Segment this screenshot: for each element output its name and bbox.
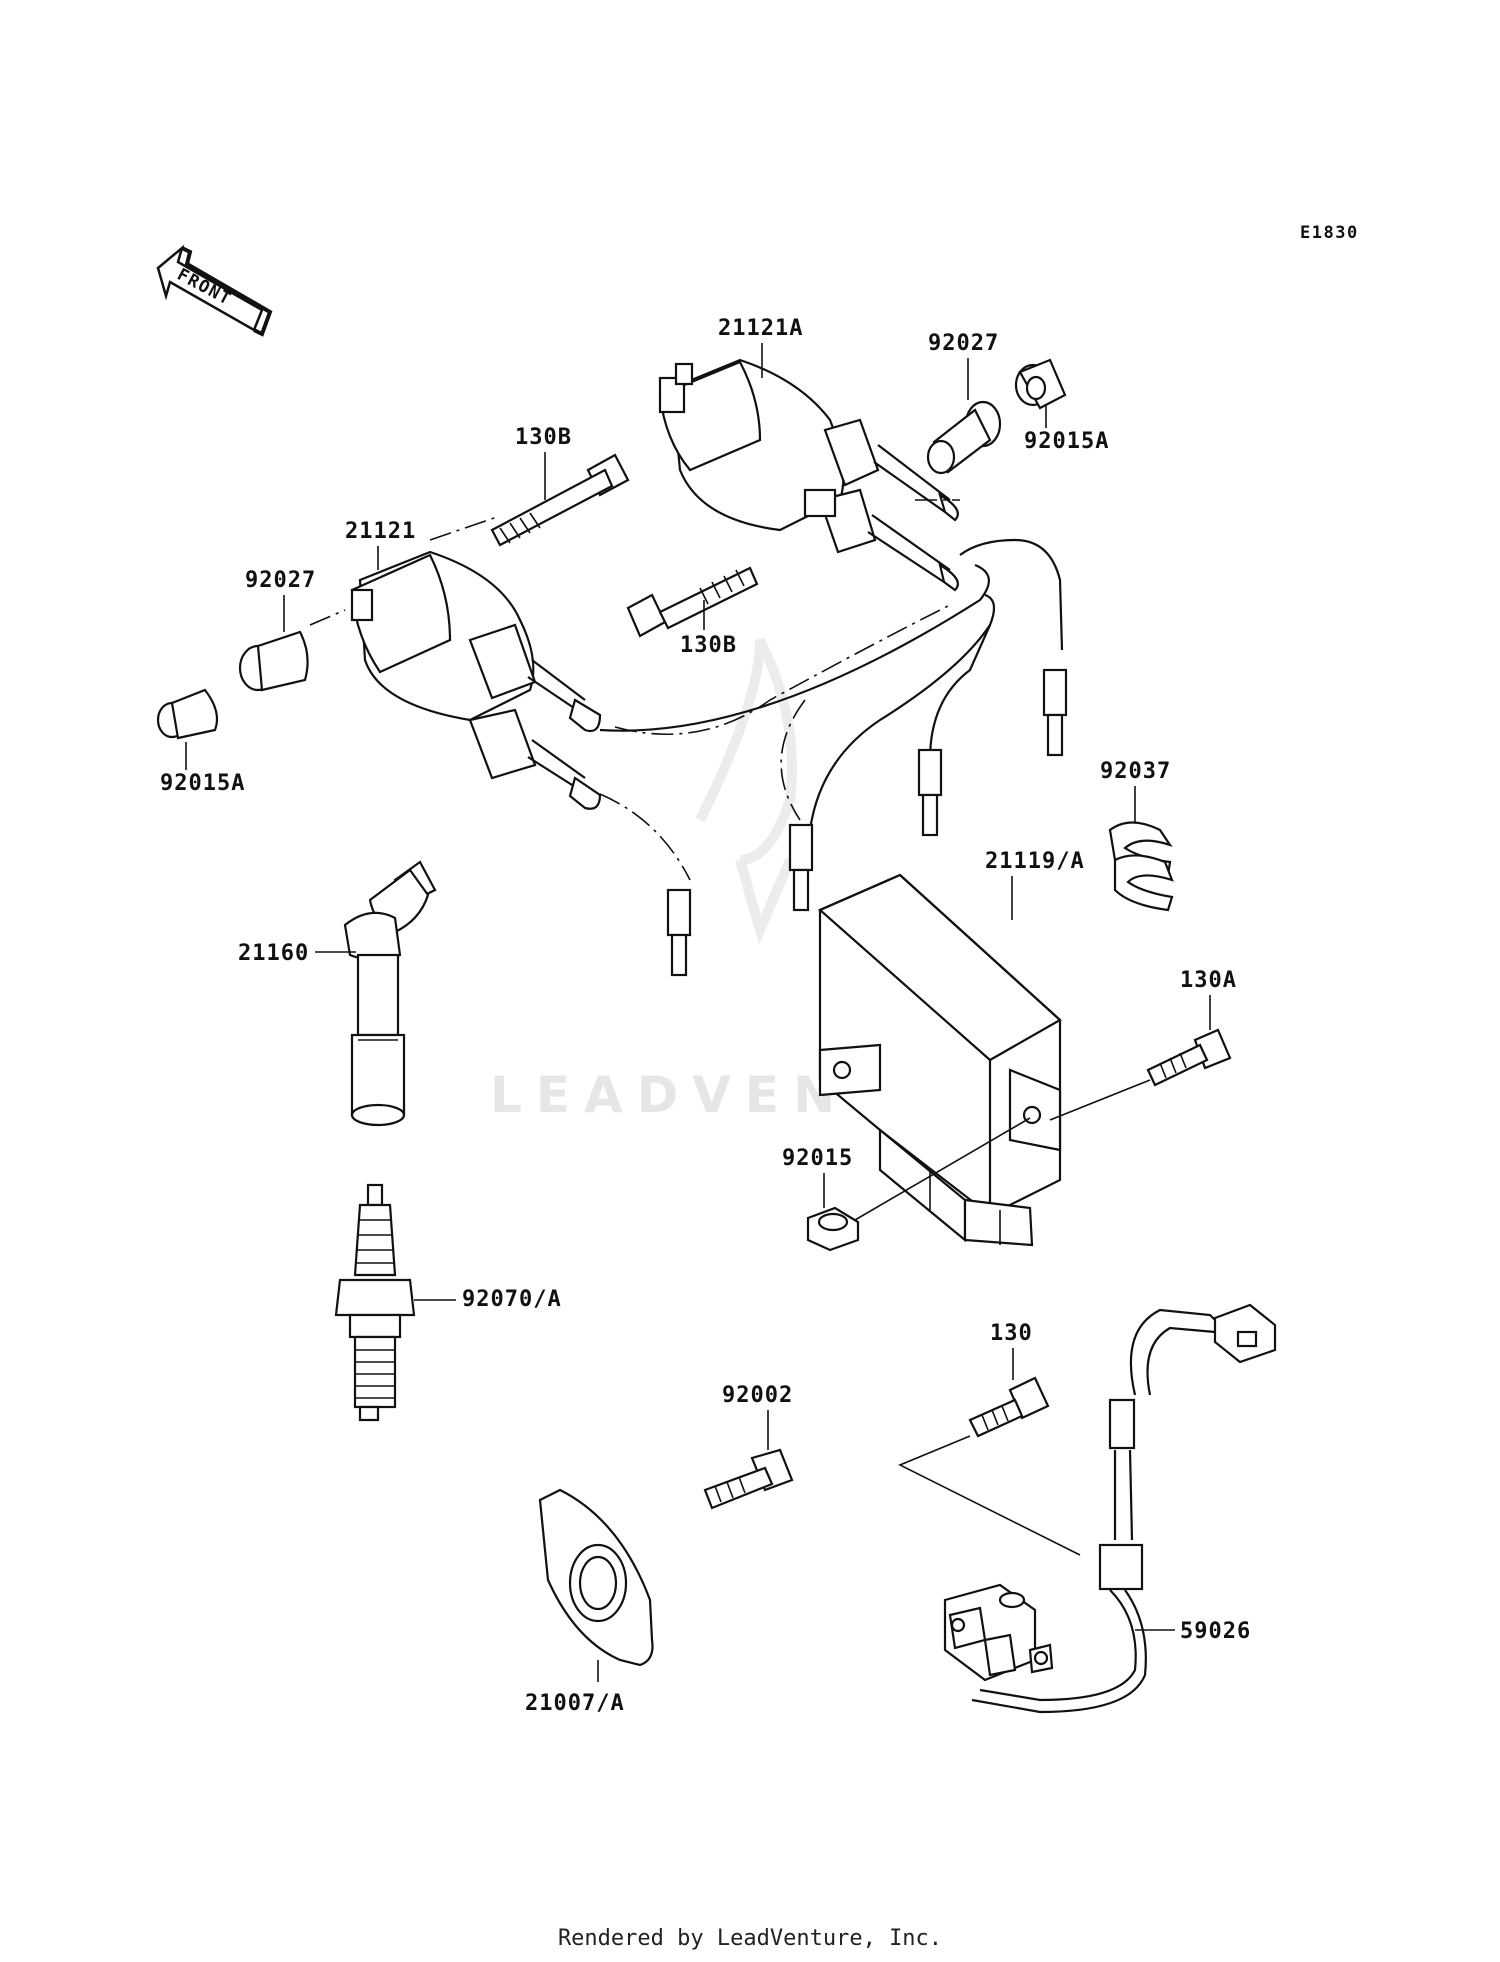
part-label-92070a: 92070/A: [462, 1287, 562, 1312]
assembly-lines: [309, 499, 1064, 881]
part-label-130: 130: [990, 1321, 1033, 1346]
bolt-130: [968, 1376, 1050, 1438]
part-label-130b-lower: 130B: [680, 633, 737, 658]
grommet-92015a-upper: [1014, 358, 1067, 410]
cdi-unit: [817, 873, 1062, 1247]
collar-92027-upper: [926, 400, 1002, 475]
part-label-21121: 21121: [345, 519, 416, 544]
part-label-130a: 130A: [1180, 968, 1237, 993]
part-label-92015: 92015: [782, 1146, 853, 1171]
ignition-coil-lower: [350, 550, 602, 810]
bolt-130b-upper: [490, 453, 630, 547]
collar-92027-lower: [238, 630, 309, 692]
part-label-21160: 21160: [238, 941, 309, 966]
part-label-92027-upper: 92027: [928, 331, 999, 356]
spark-plug: [334, 1183, 416, 1422]
part-label-92015a-upper: 92015A: [1024, 429, 1109, 454]
part-label-59026: 59026: [1180, 1619, 1251, 1644]
part-label-92002: 92002: [722, 1383, 793, 1408]
grommet-92015a-lower: [156, 688, 219, 740]
screw-92002: [703, 1448, 794, 1510]
part-label-21007a: 21007/A: [525, 1691, 625, 1716]
diagram-code: E1830: [1300, 223, 1359, 243]
part-label-130b-upper: 130B: [515, 425, 572, 450]
plug-boots: [666, 668, 1068, 977]
part-label-92037: 92037: [1100, 759, 1171, 784]
footer-credit: Rendered by LeadVenture, Inc.: [557, 1926, 943, 1951]
part-label-92015a-lower: 92015A: [160, 771, 245, 796]
timing-rotor: [538, 1488, 654, 1667]
nut-92015: [806, 1206, 860, 1252]
part-label-21119a: 21119/A: [985, 849, 1085, 874]
clamp-92037: [1108, 821, 1174, 912]
spark-plug-cap: [343, 860, 437, 1127]
part-label-92027-lower: 92027: [245, 568, 316, 593]
bolt-130a: [1146, 1028, 1232, 1087]
front-arrow-icon: FRONT: [156, 244, 273, 337]
leader-130-assembly: [898, 1435, 1081, 1556]
part-label-21121a: 21121A: [718, 316, 803, 341]
leader-92015-assembly: [854, 1117, 1031, 1221]
leader-130a-assembly: [1049, 1079, 1151, 1121]
bolt-130b-lower: [626, 566, 759, 638]
pickup-coil: [943, 1303, 1277, 1714]
ignition-coil-upper: [658, 358, 959, 592]
